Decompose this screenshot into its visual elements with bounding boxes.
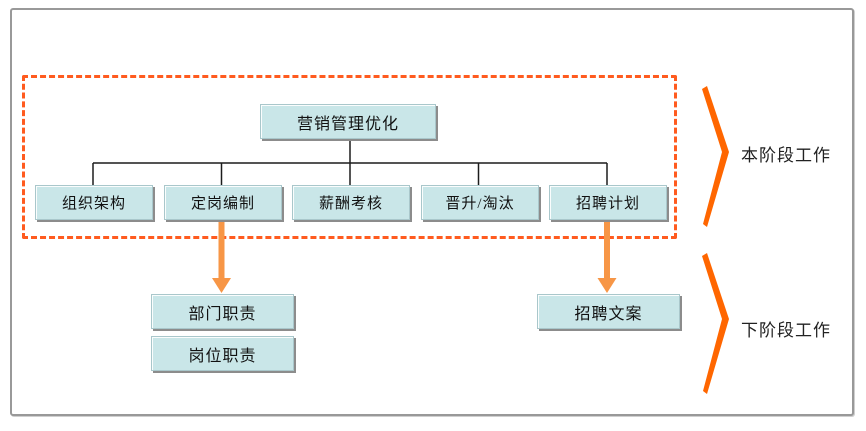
next-stage-label: 下阶段工作 [741, 321, 831, 340]
node-label: 部门职责 [188, 305, 257, 323]
node-label: 招聘文案 [574, 305, 643, 323]
current-stage-label: 本阶段工作 [741, 146, 831, 165]
node-label: 晋升/淘汰 [445, 196, 515, 212]
node-label: 营销管理优化 [296, 115, 399, 133]
current-stage-zone-border [22, 75, 677, 239]
node-promotion-elimination: 晋升/淘汰 [421, 185, 539, 220]
node-label: 薪酬考核 [318, 196, 383, 212]
node-marketing-optimization: 营销管理优化 [260, 104, 436, 139]
node-recruitment-plan: 招聘计划 [549, 185, 667, 220]
node-recruitment-copy: 招聘文案 [537, 294, 680, 329]
node-department-duties: 部门职责 [151, 294, 294, 329]
node-salary-assessment: 薪酬考核 [292, 185, 410, 220]
node-position-staffing: 定岗编制 [164, 185, 282, 220]
node-label: 定岗编制 [190, 196, 255, 212]
node-label: 组织架构 [61, 196, 126, 212]
node-position-duties: 岗位职责 [151, 336, 294, 371]
node-org-structure: 组织架构 [35, 185, 153, 220]
node-label: 招聘计划 [575, 196, 640, 212]
node-label: 岗位职责 [188, 347, 257, 365]
